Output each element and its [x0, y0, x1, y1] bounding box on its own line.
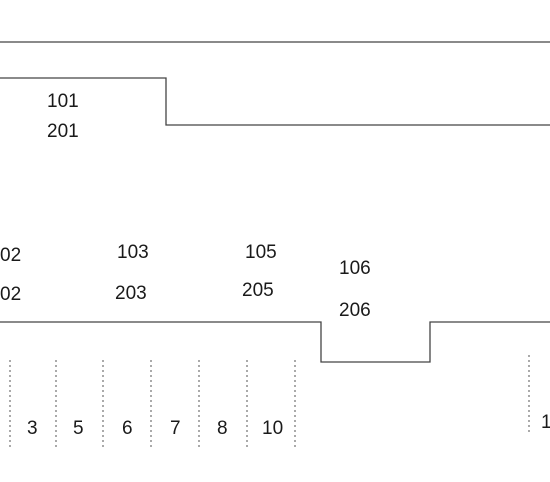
parking-number: 10 — [262, 418, 284, 439]
upper-block-outline — [0, 77, 550, 126]
parking-number: 1 — [541, 412, 550, 433]
parking-number: 7 — [170, 418, 181, 439]
room-label-206: 206 — [339, 300, 371, 321]
lower-block-outline — [0, 321, 550, 363]
room-label-101: 101 — [47, 91, 79, 112]
room-label-203: 203 — [115, 283, 147, 304]
parking-number: 6 — [122, 418, 133, 439]
room-label-105: 105 — [245, 242, 277, 263]
room-label-103: 103 — [117, 242, 149, 263]
parking-number: 3 — [27, 418, 38, 439]
room-label-205: 205 — [242, 280, 274, 301]
room-label-106: 106 — [339, 258, 371, 279]
room-label-201: 201 — [47, 121, 79, 142]
parking-number: 5 — [73, 418, 84, 439]
parking-number: 8 — [217, 418, 228, 439]
room-label-102: 02 — [0, 245, 22, 266]
room-label-202: 02 — [0, 284, 22, 305]
